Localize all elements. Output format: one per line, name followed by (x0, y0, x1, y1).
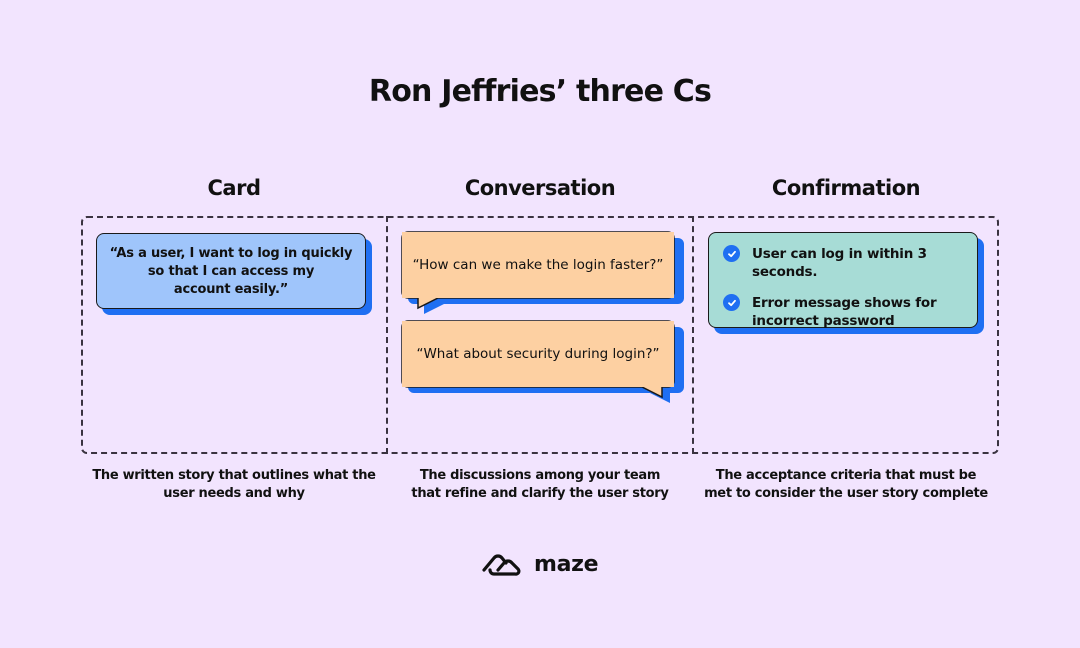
caption-line: The acceptance criteria that must be (715, 468, 977, 483)
logo-text: maze (534, 551, 599, 577)
card-text-line: account easily.” (173, 282, 289, 297)
maze-logo-icon (482, 554, 521, 576)
column-divider (692, 216, 694, 454)
criteria-text: incorrect password (752, 313, 895, 329)
caption-line: that refine and clarify the user story (411, 486, 669, 501)
speech-bubble-2: “What about security during login?” (402, 321, 674, 387)
speech-bubble-1: “How can we make the login faster?” (402, 232, 674, 298)
criteria-text: User can log in within 3 seconds. (752, 246, 927, 280)
bubble-text: “How can we make the login faster?” (412, 257, 664, 273)
column-heading-confirmation: Confirmation (771, 176, 921, 200)
user-story-card: “As a user, I want to log in quickly so … (96, 233, 366, 309)
check-circle-icon (723, 294, 740, 311)
maze-logo: maze (480, 551, 599, 577)
column-heading-card: Card (207, 176, 261, 200)
criteria-item: User can log in within 3 seconds. (723, 245, 977, 281)
acceptance-criteria-card: User can log in within 3 seconds. Error … (708, 232, 978, 330)
caption-line: The discussions among your team (419, 468, 661, 483)
caption-conversation: The discussions among your team that ref… (387, 467, 693, 503)
caption-confirmation: The acceptance criteria that must be met… (693, 467, 999, 503)
bubble-text: “What about security during login?” (416, 346, 660, 362)
check-circle-icon (723, 245, 740, 262)
column-divider (386, 216, 388, 454)
dashed-frame (81, 216, 999, 454)
caption-line: user needs and why (163, 486, 305, 501)
card-text-line: so that I can access my (147, 264, 315, 279)
page-title: Ron Jeffries’ three Cs (368, 74, 712, 109)
card-text-line: “As a user, I want to log in quickly (109, 246, 353, 261)
column-heading-conversation: Conversation (464, 176, 616, 200)
caption-line: met to consider the user story complete (704, 486, 988, 501)
criteria-text: Error message shows for (752, 295, 937, 311)
criteria-item: Error message shows for incorrect passwo… (723, 294, 977, 330)
caption-line: The written story that outlines what the (92, 468, 376, 483)
caption-card: The written story that outlines what the… (81, 467, 387, 503)
